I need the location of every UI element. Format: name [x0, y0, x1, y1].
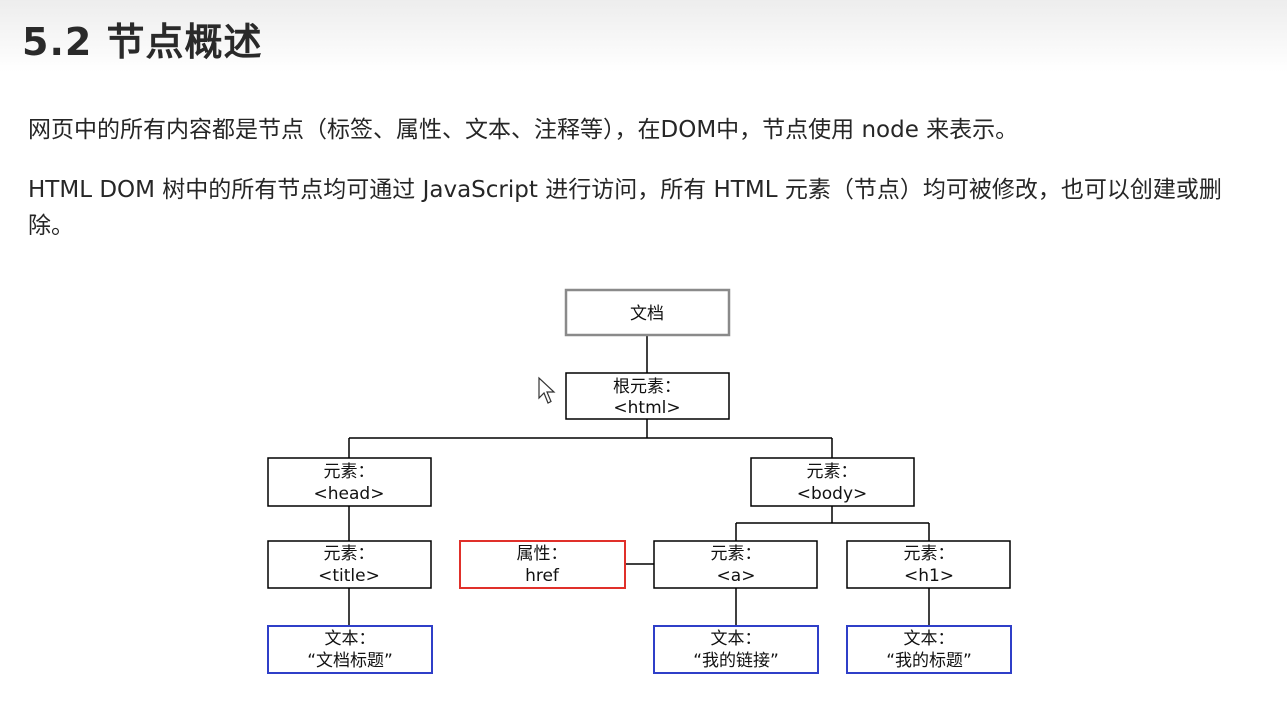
node-text-link-box: [653, 625, 819, 674]
node-h1-line1: 元素：: [904, 544, 955, 564]
node-html-line1: 根元素：: [613, 377, 681, 397]
node-title-line2: <title>: [318, 566, 380, 586]
node-body-box: [750, 457, 915, 507]
node-body: 元素： <body>: [750, 457, 915, 507]
node-html: 根元素： <html>: [565, 372, 730, 420]
node-head: 元素： <head>: [267, 457, 432, 507]
node-text-title-line2: “文档标题”: [307, 651, 393, 671]
node-head-line1: 元素：: [324, 462, 375, 482]
node-text-title-box: [267, 625, 433, 674]
node-html-box: [565, 372, 730, 420]
node-document: 文档: [564, 288, 731, 337]
node-a-line2: <a>: [717, 566, 756, 586]
intro-paragraph-2: HTML DOM 树中的所有节点均可通过 JavaScript 进行访问，所有 …: [28, 177, 1222, 239]
node-title-box: [267, 540, 432, 589]
node-h1-box: [846, 540, 1011, 589]
node-text-heading: 文本： “我的标题”: [846, 625, 1012, 674]
node-h1: 元素： <h1>: [846, 540, 1011, 589]
node-body-line1: 元素：: [807, 462, 858, 482]
mouse-cursor-icon: [538, 376, 556, 404]
node-text-title: 文本： “文档标题”: [267, 625, 433, 674]
node-text-title-line1: 文本：: [325, 629, 376, 649]
node-title: 元素： <title>: [267, 540, 432, 589]
node-text-link-line2: “我的链接”: [693, 651, 779, 671]
node-a: 元素： <a>: [653, 540, 818, 589]
title-bar: 5.2 节点概述: [0, 0, 1287, 72]
intro-paragraph-1: 网页中的所有内容都是节点（标签、属性、文本、注释等），在DOM中，节点使用 no…: [28, 117, 1019, 143]
node-text-heading-line2: “我的标题”: [886, 651, 972, 671]
node-body-line2: <body>: [797, 484, 868, 504]
node-attribute-line2: href: [525, 566, 560, 586]
tree-connectors: [348, 335, 930, 626]
node-document-label: 文档: [630, 304, 664, 324]
node-document-box: [564, 288, 731, 337]
node-text-heading-box: [846, 625, 1012, 674]
node-title-line1: 元素：: [324, 544, 375, 564]
node-head-box: [267, 457, 432, 507]
node-h1-line2: <h1>: [904, 566, 954, 586]
node-text-heading-line1: 文本：: [904, 629, 955, 649]
node-html-line2: <html>: [613, 398, 680, 418]
node-a-line1: 元素：: [711, 544, 762, 564]
node-text-link-line1: 文本：: [711, 629, 762, 649]
node-a-box: [653, 540, 818, 589]
node-head-line2: <head>: [314, 484, 385, 504]
node-attribute: 属性： href: [459, 540, 626, 589]
node-attribute-line1: 属性：: [517, 544, 568, 564]
node-text-link: 文本： “我的链接”: [653, 625, 819, 674]
page-title: 5.2 节点概述: [22, 20, 263, 64]
node-attribute-box: [459, 540, 626, 589]
